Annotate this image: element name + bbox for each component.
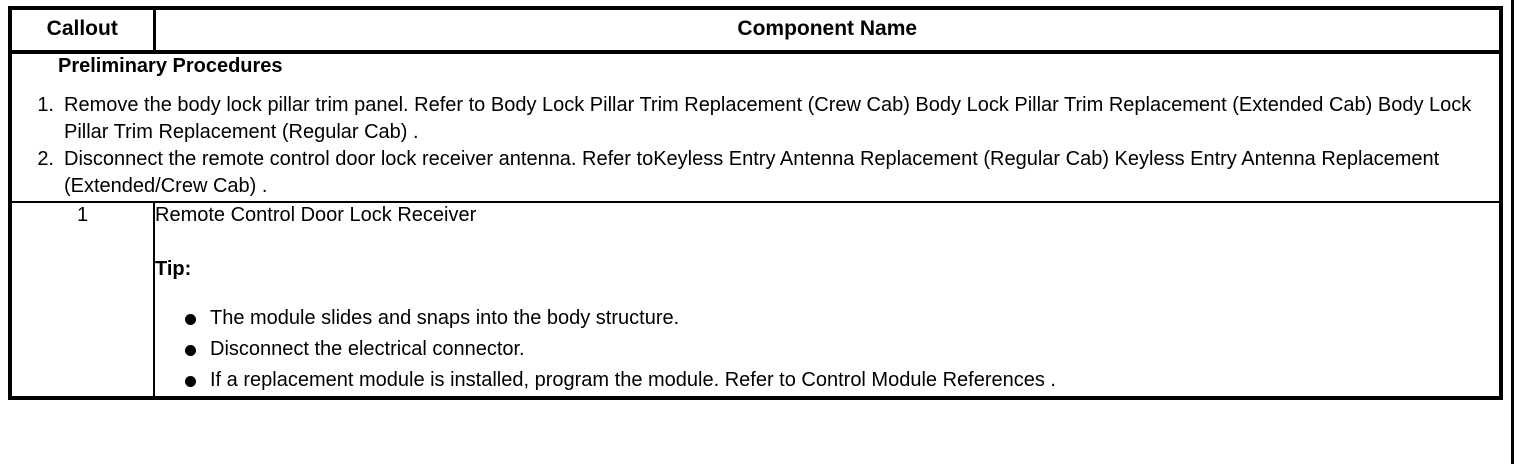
page-edge-rule [1511, 0, 1514, 464]
preliminary-procedures-title: Preliminary Procedures [58, 55, 283, 78]
tip-list-item: Disconnect the electrical connector. [155, 334, 1499, 365]
procedure-table: Callout Component Name Preliminary Proce… [8, 6, 1503, 401]
table-row: 1 Remote Control Door Lock Receiver Tip:… [10, 202, 1501, 399]
preliminary-step-item: 2. Disconnect the remote control door lo… [12, 146, 1499, 199]
preliminary-step-item: 1. Remove the body lock pillar trim pane… [12, 92, 1499, 145]
bullet-icon [185, 345, 196, 357]
tip-label: Tip: [155, 258, 192, 281]
tip-list-item: The module slides and snaps into the bod… [155, 303, 1499, 334]
component-detail-cell: Remote Control Door Lock Receiver Tip: T… [154, 202, 1501, 399]
step-text: Disconnect the remote control door lock … [64, 148, 1440, 197]
preliminary-steps-list: 1. Remove the body lock pillar trim pane… [12, 92, 1499, 199]
tip-text: If a replacement module is installed, pr… [210, 369, 1056, 392]
step-number: 2. [37, 148, 54, 171]
step-text: Remove the body lock pillar trim panel. … [64, 94, 1472, 143]
column-header-callout: Callout [10, 8, 156, 55]
tip-text: Disconnect the electrical connector. [210, 338, 525, 361]
tip-list-item: If a replacement module is installed, pr… [155, 365, 1499, 396]
tip-text: The module slides and snaps into the bod… [210, 307, 680, 330]
step-number: 1. [37, 94, 54, 117]
bullet-icon [185, 314, 196, 326]
table-header-row: Callout Component Name [10, 8, 1501, 55]
preliminary-procedures-row: Preliminary Procedures 1. Remove the bod… [10, 52, 1501, 204]
bullet-icon [185, 376, 196, 388]
preliminary-procedures-cell: Preliminary Procedures 1. Remove the bod… [10, 52, 1501, 204]
tip-list: The module slides and snaps into the bod… [155, 303, 1499, 396]
column-header-component-name: Component Name [154, 8, 1501, 55]
component-name-text: Remote Control Door Lock Receiver [155, 204, 477, 227]
callout-number-cell: 1 [10, 202, 155, 399]
